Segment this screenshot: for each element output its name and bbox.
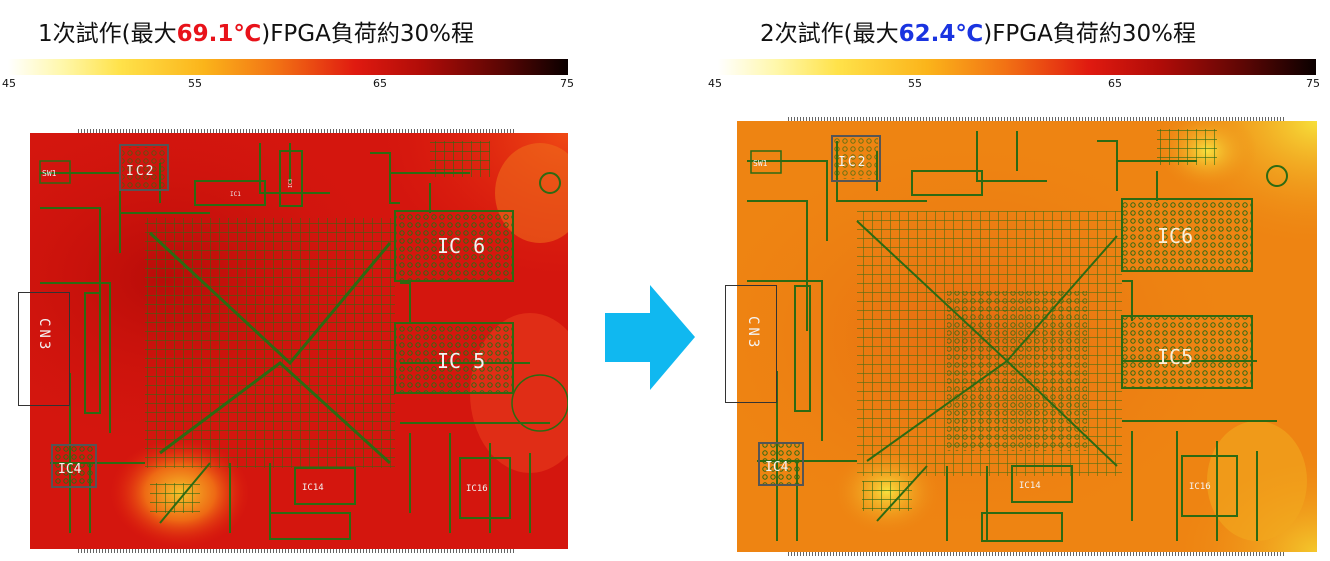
title-prefix: 2次試作(最大 <box>760 21 899 47</box>
label-ic4: IC4 <box>58 462 82 477</box>
label-sw1: SW1 <box>42 169 57 178</box>
label-ic5: IC 5 <box>437 349 485 373</box>
pcb-thermal-svg: SW1 IC2 IC6 IC5 IC4 IC14 IC16 CN3 <box>737 121 1317 552</box>
scale-tick: 55 <box>188 77 202 90</box>
pcb-thermal-map: SW1 IC2 IC1 IC3 IC 6 IC 5 IC4 IC14 IC16 … <box>30 133 568 549</box>
temperature-scale-bar <box>8 59 568 75</box>
bottom-pin-strip <box>788 552 1286 556</box>
panel-title: 2次試作(最大62.4℃)FPGA負荷約30%程 <box>760 14 1196 48</box>
scale-tick: 65 <box>1108 77 1122 90</box>
label-sw1: SW1 <box>753 159 768 168</box>
scale-tick: 55 <box>908 77 922 90</box>
right-arrow-icon <box>605 285 695 390</box>
scale-tick: 65 <box>373 77 387 90</box>
bottom-pin-strip <box>78 549 516 553</box>
title-suffix: )FPGA負荷約30%程 <box>261 21 474 47</box>
title-prefix: 1次試作(最大 <box>38 21 177 47</box>
top-pin-strip <box>788 117 1286 121</box>
top-pin-strip <box>78 129 516 133</box>
panel-title: 1次試作(最大69.1℃)FPGA負荷約30%程 <box>38 14 474 48</box>
thermal-panel-first-prototype: 1次試作(最大69.1℃)FPGA負荷約30%程 45 55 65 75 <box>0 0 580 561</box>
label-ic14: IC14 <box>1019 481 1041 491</box>
max-temperature: 62.4℃ <box>898 21 984 47</box>
label-ic3: IC3 <box>288 179 294 188</box>
thermal-panel-second-prototype: 2次試作(最大62.4℃)FPGA負荷約30%程 45 55 65 75 <box>700 0 1330 561</box>
label-ic14: IC14 <box>302 483 324 493</box>
label-ic1: IC1 <box>230 191 241 198</box>
label-cn3: CN3 <box>36 318 52 352</box>
title-suffix: )FPGA負荷約30%程 <box>983 21 1196 47</box>
label-ic16: IC16 <box>1189 482 1211 492</box>
label-ic5: IC5 <box>1157 345 1193 369</box>
label-cn3: CN3 <box>745 316 761 350</box>
scale-tick: 45 <box>708 77 722 90</box>
scale-tick: 75 <box>560 77 574 90</box>
pcb-thermal-map: SW1 IC2 IC6 IC5 IC4 IC14 IC16 CN3 <box>737 121 1317 552</box>
pcb-thermal-svg: SW1 IC2 IC1 IC3 IC 6 IC 5 IC4 IC14 IC16 … <box>30 133 568 549</box>
temperature-scale-bar <box>718 59 1316 75</box>
label-ic6: IC 6 <box>437 234 485 258</box>
label-ic2: IC2 <box>838 155 867 170</box>
scale-tick: 45 <box>2 77 16 90</box>
label-ic6: IC6 <box>1157 224 1193 248</box>
max-temperature: 69.1℃ <box>176 21 262 47</box>
label-ic4: IC4 <box>765 460 789 475</box>
connector-cn3-outline <box>18 292 70 406</box>
scale-tick: 75 <box>1306 77 1320 90</box>
connector-cn3-outline <box>725 285 777 403</box>
label-ic2: IC2 <box>126 164 155 179</box>
label-ic16: IC16 <box>466 484 488 494</box>
